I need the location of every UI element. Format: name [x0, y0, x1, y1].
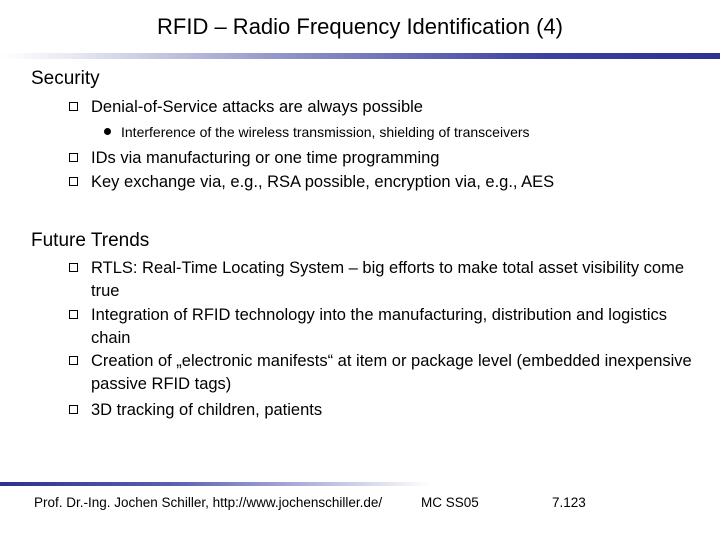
footer-author: Prof. Dr.-Ing. Jochen Schiller, http://w…: [34, 495, 383, 510]
bullet-text: Creation of „electronic manifests“ at it…: [91, 352, 692, 393]
square-bullet-icon: [69, 177, 78, 186]
square-bullet-icon: [69, 102, 78, 111]
bullet-text: IDs via manufacturing or one time progra…: [91, 149, 440, 167]
sub-bullet-text: Interference of the wireless transmissio…: [121, 124, 530, 140]
square-bullet-icon: [69, 310, 78, 319]
bullet-text: Integration of RFID technology into the …: [91, 306, 667, 347]
section-heading-future-trends: Future Trends: [31, 230, 150, 251]
bullet-text: 3D tracking of children, patients: [91, 401, 323, 419]
title-divider: [0, 53, 720, 59]
square-bullet-icon: [69, 356, 78, 365]
footer-divider: [0, 482, 430, 486]
square-bullet-icon: [69, 153, 78, 162]
bullet-text: Denial-of-Service attacks are always pos…: [91, 98, 423, 116]
square-bullet-icon: [69, 405, 78, 414]
section-heading-security: Security: [31, 68, 100, 89]
dot-bullet-icon: [104, 128, 111, 135]
bullet-text: RTLS: Real-Time Locating System – big ef…: [91, 259, 685, 300]
footer-page-number: 7.123: [552, 495, 586, 510]
bullet-text: Key exchange via, e.g., RSA possible, en…: [91, 173, 555, 191]
slide-title: RFID – Radio Frequency Identification (4…: [157, 14, 563, 39]
square-bullet-icon: [69, 263, 78, 272]
footer-course: MC SS05: [421, 495, 479, 510]
